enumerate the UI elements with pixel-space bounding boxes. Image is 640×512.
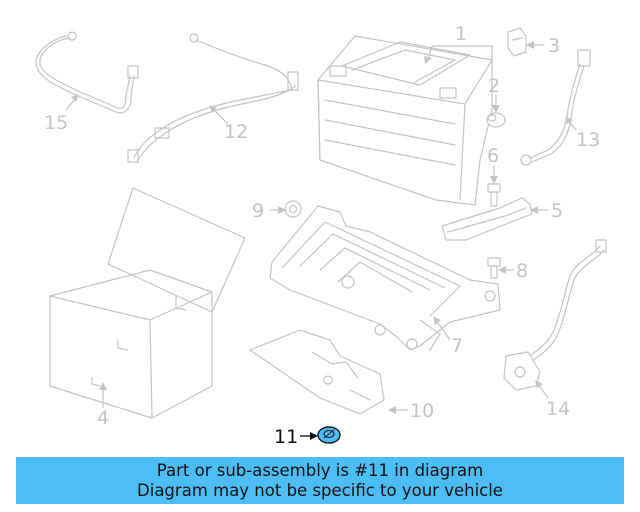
callout-9: 9 xyxy=(252,200,264,222)
part-battery xyxy=(317,35,493,206)
callout-2: 2 xyxy=(488,75,500,97)
part-battery-box xyxy=(49,187,246,419)
part-bolt-6 xyxy=(487,183,501,207)
callout-14: 14 xyxy=(546,398,570,420)
callout-15: 15 xyxy=(44,112,68,134)
part-harness-14 xyxy=(503,239,607,391)
part-insulator-10 xyxy=(249,329,385,415)
callout-13: 13 xyxy=(576,129,600,151)
parts-diagram: 1 2 3 4 5 6 7 8 9 10 11 12 13 14 15 xyxy=(35,23,607,448)
part-harness-13 xyxy=(520,49,591,166)
callout-1: 1 xyxy=(455,23,467,45)
callout-labels: 1 2 3 4 5 6 7 8 9 10 11 12 13 14 15 xyxy=(44,23,600,448)
part-grommet-9 xyxy=(284,200,302,218)
banner-line-disclaimer: Diagram may not be specific to your vehi… xyxy=(137,480,503,500)
callout-3: 3 xyxy=(548,35,560,57)
callout-8: 8 xyxy=(516,260,528,282)
leader-lines xyxy=(65,41,577,440)
part-positive-cable xyxy=(127,33,299,163)
part-bracket-5 xyxy=(441,197,533,241)
callout-12: 12 xyxy=(224,121,248,143)
part-vent-plug xyxy=(486,112,506,128)
callout-10: 10 xyxy=(410,400,434,422)
callout-6: 6 xyxy=(487,145,499,167)
info-banner: Part or sub-assembly is #11 in diagram D… xyxy=(16,457,624,504)
part-negative-cable xyxy=(35,31,139,114)
banner-line-part: Part or sub-assembly is #11 in diagram xyxy=(156,460,484,480)
part-bolt-8 xyxy=(487,257,501,279)
part-highlight-11 xyxy=(317,426,341,444)
callout-4: 4 xyxy=(97,407,109,429)
part-battery-tray xyxy=(269,205,501,351)
callout-11: 11 xyxy=(274,426,298,448)
callout-5: 5 xyxy=(551,200,563,222)
callout-7: 7 xyxy=(451,335,463,357)
part-terminal-clip xyxy=(507,27,527,57)
